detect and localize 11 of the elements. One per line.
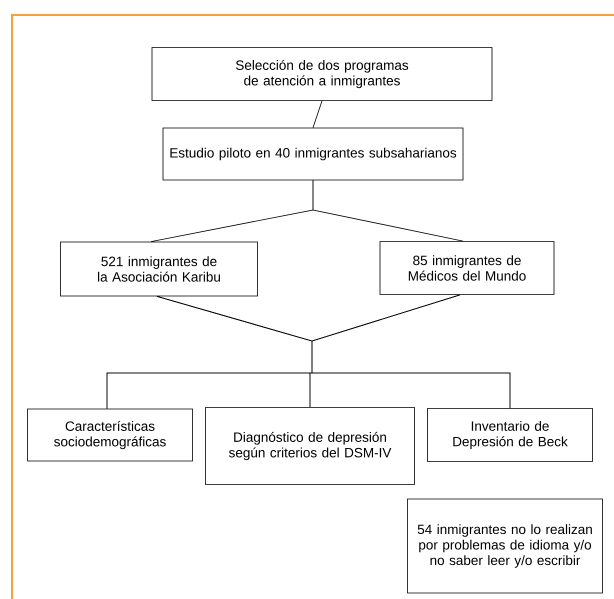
process-box: Selección de dos programas de atención a inmigrantes xyxy=(152,47,492,101)
process-box: Diagnóstico de depresión según criterios del DSM-IV xyxy=(205,407,415,485)
process-box: 85 inmigrantes de Médicos del Mundo xyxy=(380,241,554,295)
process-box: Inventario de Depresión de Beck xyxy=(427,408,593,462)
process-box: 54 inmigrantes no lo realizan por problemas de idioma y/o no saber leer y/o escribir xyxy=(407,498,603,594)
connector-line xyxy=(312,294,510,408)
process-box: Estudio piloto en 40 inmigrantes subsaharianos xyxy=(162,128,464,180)
connector-line xyxy=(312,180,464,242)
connector-line xyxy=(312,100,322,128)
process-box: 521 inmigrantes de la Asociación Karibu xyxy=(60,242,258,296)
process-box: Características sociodemográficas xyxy=(27,408,193,462)
